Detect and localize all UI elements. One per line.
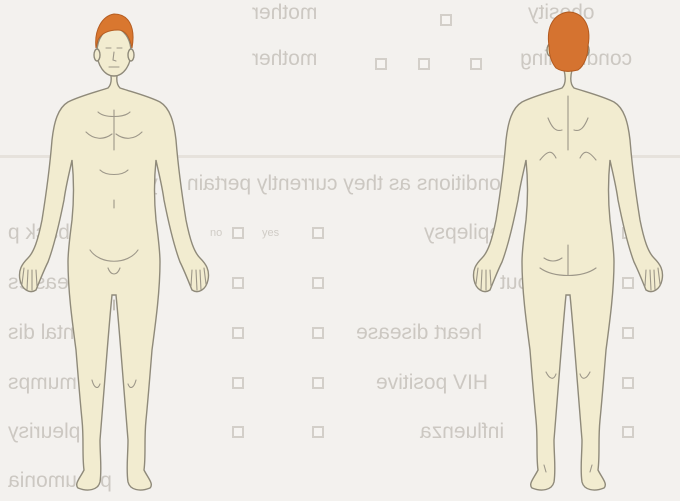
back-view-figure[interactable]: [473, 12, 662, 490]
back-hair: [548, 12, 589, 71]
front-ear-left: [94, 49, 100, 61]
front-ear-right: [128, 49, 134, 61]
front-view-figure[interactable]: [19, 14, 208, 490]
